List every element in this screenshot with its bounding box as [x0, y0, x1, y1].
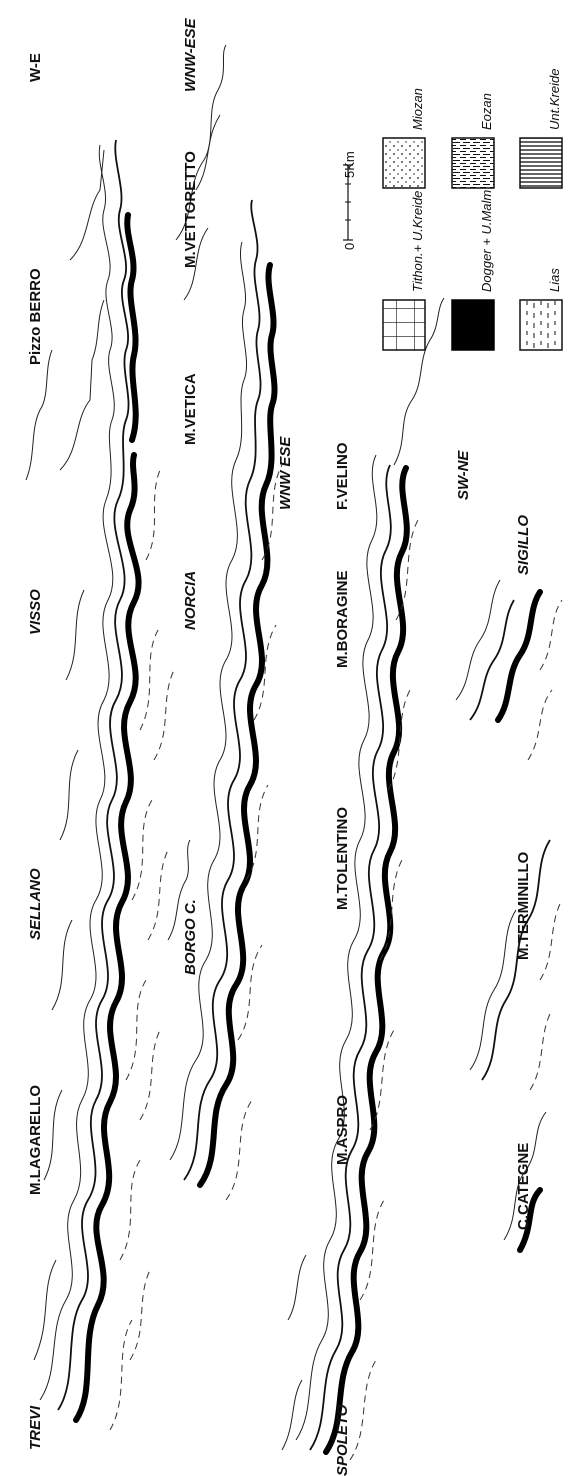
label-m-vetica: M.VETICA: [182, 373, 199, 445]
legend-label-tithon: Tithon.+ U.Kreide: [410, 191, 425, 292]
label-m-lagarello: M.LAGARELLO: [27, 1085, 44, 1195]
section-1-geology: [26, 140, 174, 1430]
legend-label-unt-kreide: Unt.Kreide: [547, 69, 562, 130]
label-sw-ne: SW-NE: [455, 450, 472, 500]
scale-start: 0: [342, 243, 357, 250]
legend-swatch-unt-kreide: [520, 138, 562, 188]
label-m-tolentino: M.TOLENTINO: [334, 807, 351, 910]
label-borgo-c: BORGO C.: [182, 899, 199, 975]
section-4-labels: C.CATEGNE M.TERMINILLO SIGILLO SW-NE: [455, 450, 532, 1230]
label-f-velino: F.VELINO: [334, 442, 351, 510]
legend-label-dogger: Dogger + U.Malm: [479, 190, 494, 292]
legend-swatch-lias: [520, 300, 562, 350]
legend-swatch-tithon: [383, 300, 425, 350]
label-sigillo: SIGILLO: [515, 515, 532, 575]
label-visso: VISSO: [27, 589, 44, 635]
legend-label-eozan: Eozan: [479, 93, 494, 130]
legend-label-miozan: Miozan: [410, 88, 425, 130]
scale-end: 5Km: [342, 151, 357, 178]
section-2-labels: BORGO C. NORCIA M.VETICA M.VETTORETTO WN…: [182, 17, 199, 975]
section-4-geology: [456, 580, 562, 1250]
label-m-vettoretto: M.VETTORETTO: [182, 151, 199, 268]
label-m-aspro: M.ASPRO: [334, 1095, 351, 1165]
legend-swatch-eozan: [452, 138, 494, 188]
label-wnw-ese-2: WNW ESE: [277, 436, 294, 510]
label-c-categne: C.CATEGNE: [515, 1143, 532, 1230]
label-trevi: TREVI: [27, 1405, 44, 1450]
legend: Tithon.+ U.Kreide Miozan Dogger + U.Malm…: [383, 69, 562, 350]
label-pizzo-berro: Pizzo BERRO: [27, 268, 44, 365]
legend-swatch-miozan: [383, 138, 425, 188]
label-m-terminillo: M.TERMINILLO: [515, 851, 532, 960]
scale-bar: 0 5Km: [342, 151, 357, 250]
label-sellano: SELLANO: [27, 868, 44, 940]
legend-swatch-dogger: [452, 300, 494, 350]
label-wnw-ese-1: WNW-ESE: [182, 17, 199, 92]
section-1-labels: TREVI M.LAGARELLO SELLANO VISSO Pizzo BE…: [27, 53, 44, 1450]
label-w-e: W-E: [27, 53, 44, 82]
section-3-geology: [282, 298, 444, 1460]
label-spoleto: SPOLETO: [334, 1404, 351, 1476]
label-norcia: NORCIA: [182, 571, 199, 630]
label-m-boragine: M.BORAGINE: [334, 571, 351, 669]
legend-label-lias: Lias: [547, 268, 562, 292]
